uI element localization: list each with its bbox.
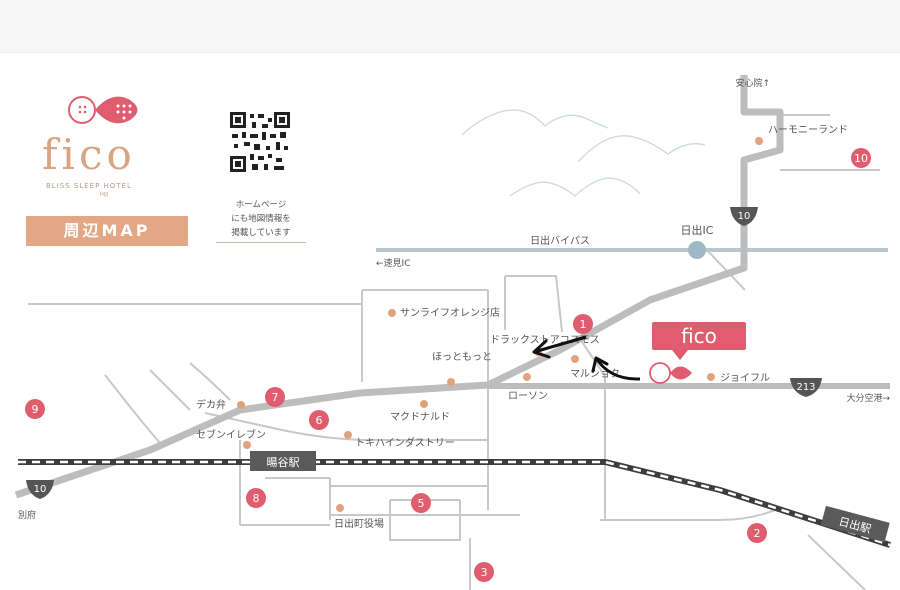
place-drugstore: ドラックストアコスモス xyxy=(490,334,600,346)
place-townhall: 日出町役場 xyxy=(334,517,384,530)
svg-text:8: 8 xyxy=(253,492,260,505)
qr-code xyxy=(230,112,290,172)
brand-subtitle-2: HIJI xyxy=(100,192,109,198)
svg-text:6: 6 xyxy=(316,414,323,427)
place-seven: セブンイレブン xyxy=(196,428,266,441)
route-10-shield: 10 xyxy=(26,480,54,499)
place-sunlife: サンライフオレンジ店 xyxy=(400,306,500,319)
mountain-lines xyxy=(461,109,706,197)
arrow-left-icon xyxy=(533,335,587,354)
svg-text:1: 1 xyxy=(580,318,587,331)
direction-arrows xyxy=(532,335,641,381)
anshinin-label: 安心院↑ xyxy=(735,77,770,89)
qr-caption-line: にも地図情報を xyxy=(231,214,291,224)
marker-2: 2 xyxy=(747,523,767,543)
svg-text:3: 3 xyxy=(481,566,488,579)
map-title: 周辺MAP xyxy=(26,216,188,246)
airport-label: 大分空港→ xyxy=(846,392,890,404)
bypass-label: 日出バイパス xyxy=(530,234,590,247)
marker-10: 10 xyxy=(851,148,871,168)
marker-3: 3 xyxy=(474,562,494,582)
place-joyfull: ジョイフル xyxy=(720,373,770,384)
marker-1: 1 xyxy=(573,314,593,334)
route-10-shield: 10 xyxy=(730,207,758,226)
arrow-curve-icon xyxy=(594,357,641,381)
place-mcdonalds: マクドナルド xyxy=(390,411,450,423)
place-dekaben: デカ弁 xyxy=(196,398,226,411)
akaya-station-label: 暘谷駅 xyxy=(267,456,300,469)
route-10-road xyxy=(14,75,784,499)
brand-logo-icon xyxy=(68,96,138,124)
place-dots xyxy=(237,137,763,512)
route-213-shield: 213 xyxy=(790,378,822,397)
svg-text:5: 5 xyxy=(418,497,425,510)
place-lawson: ローソン xyxy=(508,391,548,402)
marker-9: 9 xyxy=(25,399,45,419)
brand-subtitle: BLISS SLEEP HOTEL xyxy=(46,182,132,190)
marker-6: 6 xyxy=(309,410,329,430)
svg-text:9: 9 xyxy=(32,403,39,416)
marker-7: 7 xyxy=(265,387,285,407)
hotel-logo-icon xyxy=(649,362,692,384)
svg-text:213: 213 xyxy=(796,382,815,393)
place-hottomotto: ほっともっと xyxy=(432,351,492,363)
beppu-label: 別府 xyxy=(18,509,36,521)
place-harmony: ハーモニーランド xyxy=(768,124,848,136)
ic-marker xyxy=(688,241,706,259)
svg-text:2: 2 xyxy=(754,527,761,540)
hotel-label: fico xyxy=(681,324,717,348)
svg-text:7: 7 xyxy=(272,391,279,404)
akaya-station: 暘谷駅 xyxy=(250,451,316,471)
hotel-callout: fico xyxy=(652,322,746,360)
numbered-markers: 1 2 3 5 6 7 8 9 10 xyxy=(25,148,871,582)
qr-caption-line: ホームページ xyxy=(235,200,287,210)
hiji-station: 日出駅 xyxy=(820,505,890,543)
qr-caption-line: 掲載しています xyxy=(231,228,291,238)
brand-logo: fico xyxy=(42,130,136,179)
svg-text:10: 10 xyxy=(854,152,868,165)
svg-text:10: 10 xyxy=(34,484,47,495)
header-band xyxy=(0,0,900,53)
svg-text:10: 10 xyxy=(738,211,751,222)
marker-5: 5 xyxy=(411,493,431,513)
ic-label: 日出IC xyxy=(681,223,714,237)
hayami-ic-label: ←速見IC xyxy=(376,258,410,269)
place-labels: ハーモニーランド サンライフオレンジ店 ドラックストアコスモス ほっともっと マ… xyxy=(196,124,848,530)
qr-caption: ホームページ にも地図情報を 掲載しています xyxy=(216,198,306,243)
place-tokihai: トキハインダストリー xyxy=(355,436,455,449)
marker-8: 8 xyxy=(246,488,266,508)
